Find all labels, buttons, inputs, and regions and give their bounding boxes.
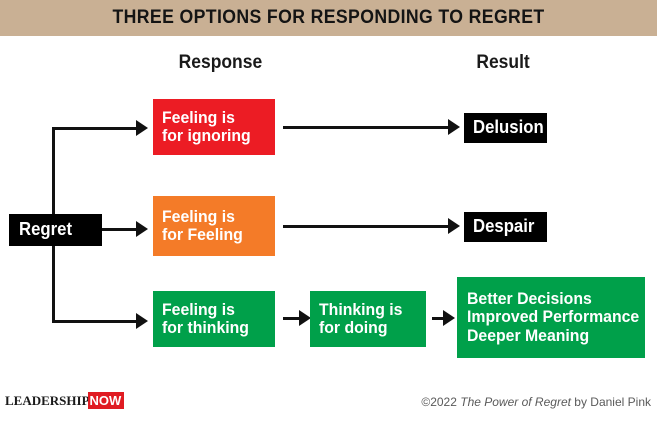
- column-header-result: Result: [476, 52, 530, 73]
- node-regret-label: Regret: [19, 219, 73, 240]
- node-response-feeling: Feeling is for Feeling: [153, 196, 275, 256]
- node-response-thinking-line2: for thinking: [162, 318, 249, 337]
- node-response-thinking-line1: Feeling is: [162, 299, 235, 319]
- connector-branch-ignoring: [52, 127, 136, 130]
- arrowhead-branch-thinking: [136, 313, 148, 329]
- arrowhead-doing-to-results: [443, 310, 455, 326]
- node-result-outcomes: Better Decisions Improved Performance De…: [457, 277, 645, 358]
- header-band: [0, 0, 657, 36]
- node-result-outcomes-line2: Improved Performance: [467, 307, 640, 327]
- node-result-despair-label: Despair: [473, 216, 535, 237]
- arrowhead-feeling-to-despair: [448, 218, 460, 234]
- arrowhead-branch-ignoring: [136, 120, 148, 136]
- credit-book-title: The Power of Regret: [460, 395, 571, 409]
- node-result-outcomes-line1: Better Decisions: [467, 288, 592, 308]
- brand-logo-accent: NOW: [87, 392, 125, 409]
- node-middle-doing-line1: Thinking is: [319, 299, 403, 319]
- node-response-feeling-line1: Feeling is: [162, 206, 235, 226]
- arrowhead-thinking-to-doing: [299, 310, 311, 326]
- node-middle-doing: Thinking is for doing: [310, 291, 426, 347]
- connector-branch-feeling: [102, 228, 136, 231]
- connector-feeling-to-despair: [283, 225, 448, 228]
- column-header-response: Response: [178, 52, 263, 73]
- node-result-outcomes-line3: Deeper Meaning: [467, 325, 590, 345]
- arrowhead-ignoring-to-delusion: [448, 119, 460, 135]
- node-response-ignoring: Feeling is for ignoring: [153, 99, 275, 155]
- node-result-delusion-label: Delusion: [473, 117, 544, 138]
- node-middle-doing-line2: for doing: [319, 318, 388, 337]
- connector-thinking-to-doing: [283, 317, 299, 320]
- arrowhead-branch-feeling: [136, 221, 148, 237]
- node-response-ignoring-line1: Feeling is: [162, 107, 235, 127]
- connector-branch-thinking: [52, 320, 136, 323]
- copyright-credit: ©2022 The Power of Regret by Daniel Pink: [421, 395, 651, 409]
- node-response-thinking: Feeling is for thinking: [153, 291, 275, 347]
- node-result-delusion: Delusion: [464, 113, 547, 143]
- node-response-feeling-line2: for Feeling: [162, 225, 243, 244]
- connector-ignoring-to-delusion: [283, 126, 448, 129]
- credit-prefix: ©2022: [421, 395, 461, 409]
- brand-logo-primary: LEADERSHIP: [5, 393, 90, 408]
- node-regret: Regret: [9, 214, 102, 246]
- node-result-despair: Despair: [464, 212, 547, 242]
- credit-suffix: by Daniel Pink: [570, 395, 651, 409]
- node-response-ignoring-line2: for ignoring: [162, 126, 251, 145]
- brand-logo: LEADERSHIPNOW: [5, 392, 125, 409]
- page-title: THREE OPTIONS FOR RESPONDING TO REGRET: [112, 7, 545, 28]
- connector-doing-to-results: [432, 317, 443, 320]
